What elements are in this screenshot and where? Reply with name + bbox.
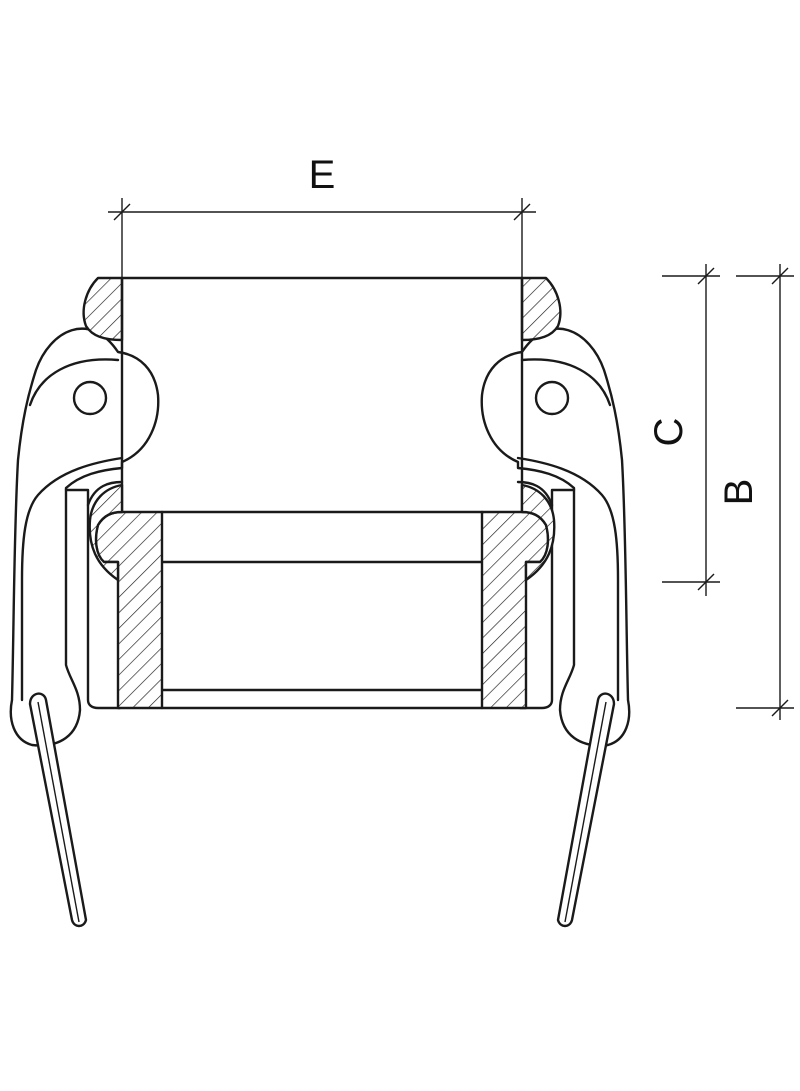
right-pivot-pin <box>534 380 570 416</box>
left-cam-lobe <box>88 483 124 582</box>
left-top-lip-section <box>82 276 124 342</box>
left-pivot-pin <box>72 380 108 416</box>
dimension-e-label: E <box>309 153 336 197</box>
right-gasket-section <box>480 510 550 710</box>
dimension-c-label: C <box>647 418 691 447</box>
dimension-b: B <box>717 264 794 720</box>
coupler-body <box>120 276 524 710</box>
left-gasket-section <box>94 510 164 710</box>
right-cam-lobe <box>520 483 556 582</box>
right-top-lip-section <box>520 276 562 342</box>
right-lever-ring <box>556 692 616 928</box>
dimension-c: C <box>647 264 720 596</box>
right-cam-arm <box>480 327 631 747</box>
dimension-e: E <box>108 153 536 278</box>
left-lever-ring <box>28 692 88 928</box>
dimension-b-label: B <box>717 479 761 506</box>
